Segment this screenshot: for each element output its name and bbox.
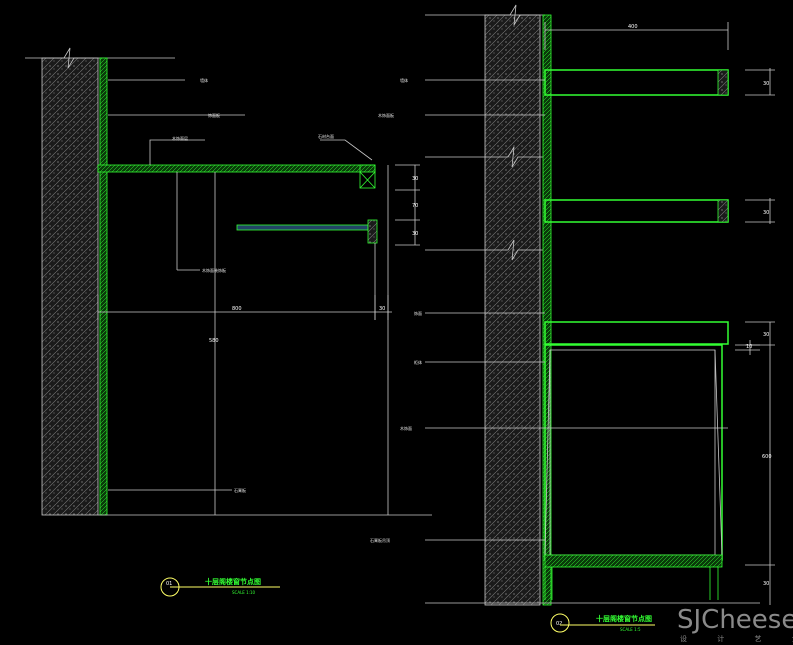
dim-label: 30 (412, 231, 418, 237)
left-title: 十层阁楼窗节点图 (205, 577, 261, 586)
dim-label: 10 (746, 344, 752, 350)
left-label: 饰面板 (208, 112, 220, 118)
right-label: 木饰面 (400, 425, 412, 431)
dim-label: 580 (209, 338, 219, 344)
glass-panel (236, 224, 369, 231)
right-detail (425, 4, 775, 606)
right-wall-hatch (484, 14, 541, 606)
left-labels: 墙体 饰面板 木饰面层 石材台面 木饰面装饰板 石膏板 30 70 30 800… (172, 77, 418, 493)
left-detail (25, 47, 432, 516)
right-label: 木饰面板 (378, 112, 394, 118)
dim-label: 30 (763, 81, 769, 87)
watermark-brand: SJCheese (677, 605, 793, 635)
cabinet (544, 344, 723, 561)
right-label: 墙体 (400, 77, 408, 83)
left-label: 木饰面装饰板 (202, 267, 226, 273)
dim-label: 800 (232, 306, 242, 312)
right-label: 柜体 (414, 359, 422, 365)
left-label: 墙体 (200, 77, 208, 83)
right-wall-finish (542, 14, 552, 606)
dim-label: 30 (412, 176, 418, 182)
watermark: SJCheese 设 计 艺 士 (677, 605, 793, 643)
callout-number: 02 (556, 621, 562, 627)
dim-label: 30 (763, 332, 769, 338)
shelf-1 (544, 69, 729, 96)
left-shelf (97, 164, 376, 173)
right-label: 饰面 (414, 310, 422, 316)
left-label: 石膏板 (234, 487, 246, 493)
left-label: 石材台面 (318, 133, 334, 139)
shelf-3 (544, 321, 729, 345)
left-wall-finish (99, 57, 108, 516)
left-scale: SCALE 1:10 (232, 590, 256, 595)
shelf-2 (544, 199, 729, 223)
dim-label: 30 (379, 306, 385, 312)
left-title-block: 01 十层阁楼窗节点图 SCALE 1:10 (160, 577, 280, 597)
left-label: 木饰面层 (172, 135, 188, 141)
right-title-block: 02 十层阁楼窗节点图 SCALE 1:5 (550, 613, 655, 633)
right-scale: SCALE 1:5 (620, 627, 641, 632)
dim-label: 600 (762, 454, 772, 460)
dim-label: 30 (763, 210, 769, 216)
left-wall-hatch (41, 57, 99, 516)
right-title: 十层阁楼窗节点图 (596, 614, 652, 623)
dim-label: 400 (628, 24, 638, 30)
right-label: 石膏板吊顶 (370, 537, 390, 543)
dim-label: 30 (763, 581, 769, 587)
right-labels: 墙体 木饰面板 饰面 柜体 木饰面 石膏板吊顶 400 30 30 30 10 … (370, 24, 772, 587)
callout-number: 01 (166, 581, 172, 587)
dim-label: 70 (412, 203, 418, 209)
watermark-tagline: 设 计 艺 士 (680, 634, 793, 643)
